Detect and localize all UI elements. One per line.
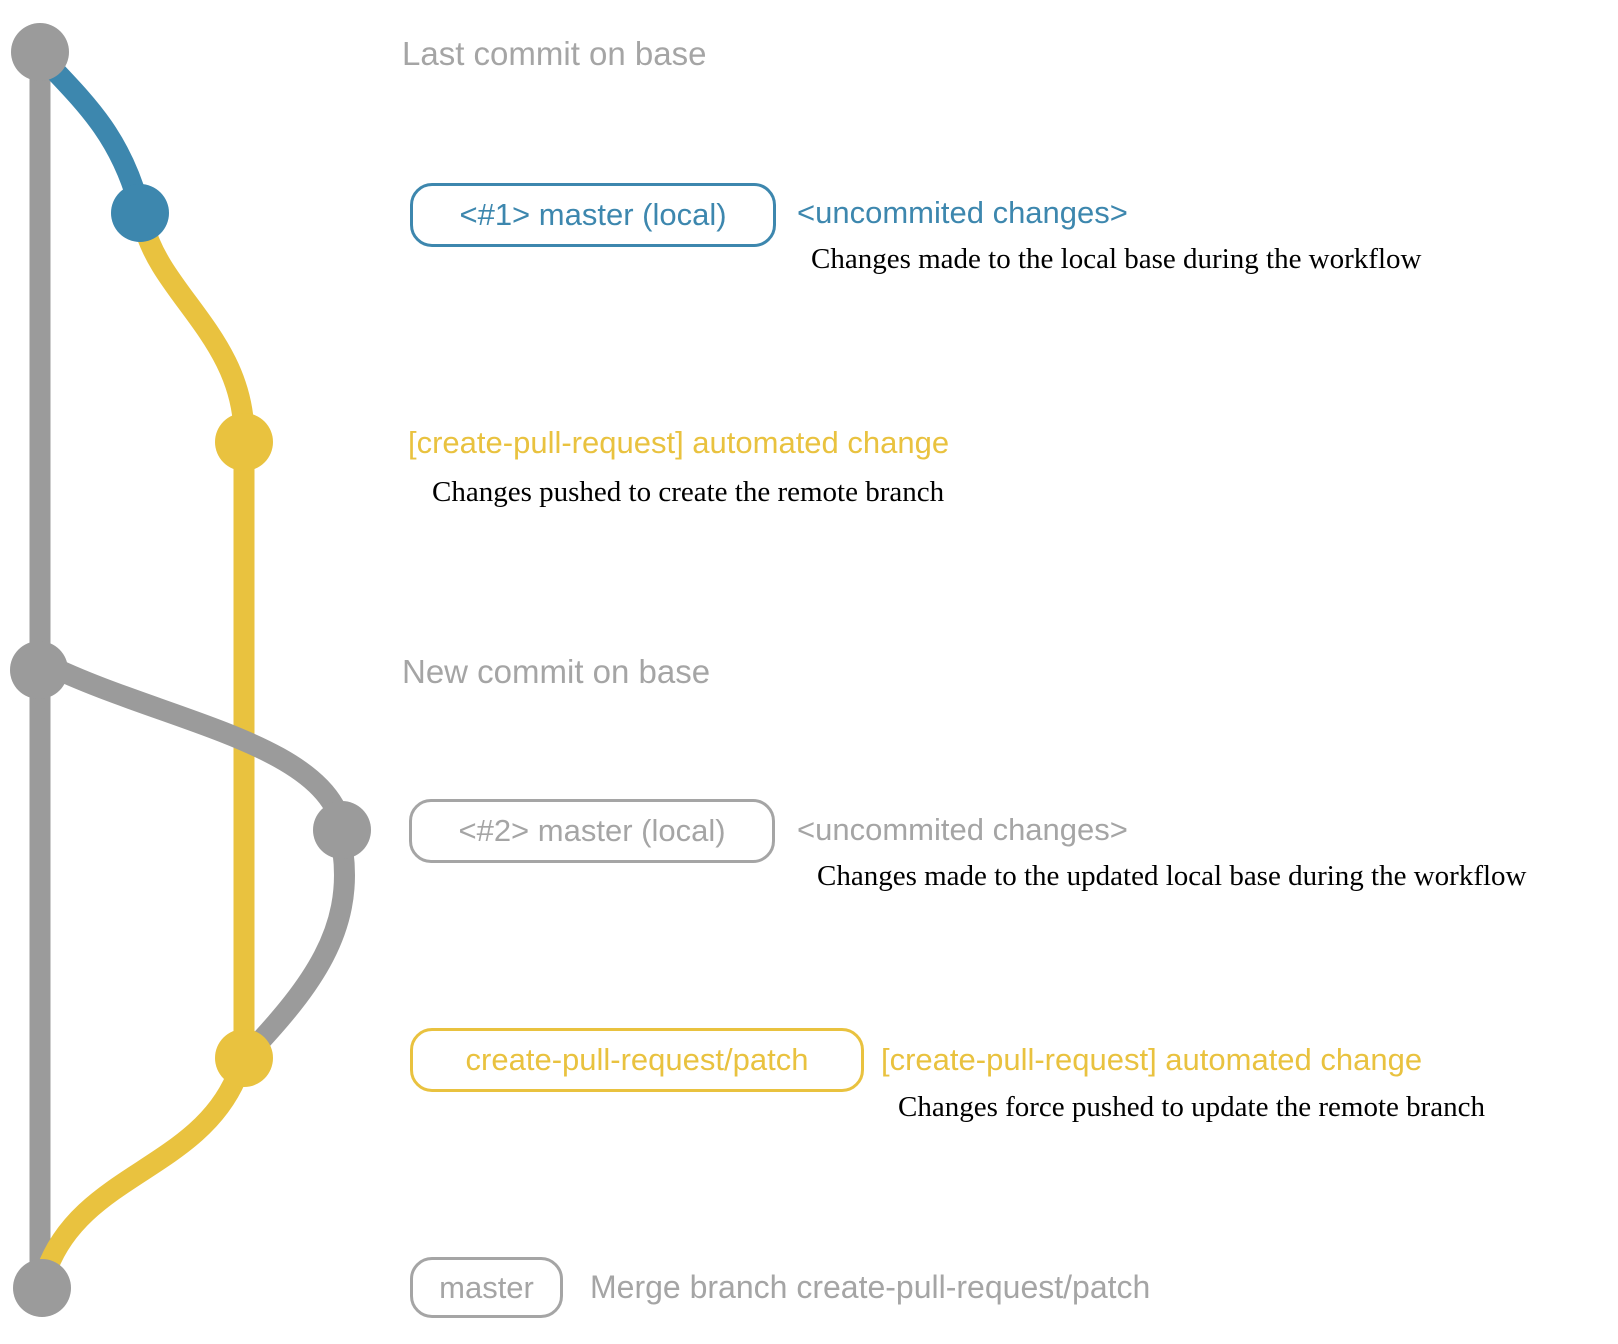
local-branch-curve xyxy=(29,44,149,213)
caption-new-commit-on-base: New commit on base xyxy=(402,653,711,690)
desc-local-changes-2: Changes made to the updated local base d… xyxy=(817,860,1527,892)
badge-master-local-1: <#1> master (local) xyxy=(410,183,776,247)
remote-branch-merge-curve xyxy=(35,1067,247,1283)
badge-master-label: master xyxy=(439,1269,534,1305)
desc-remote-push-2: Changes force pushed to update the remot… xyxy=(898,1091,1486,1123)
desc-local-changes-1: Changes made to the local base during th… xyxy=(811,243,1422,275)
label-automated-change-1: [create-pull-request] automated change xyxy=(408,425,950,460)
commit-dot-remote-2 xyxy=(215,1029,273,1087)
desc-merge-branch: Merge branch create-pull-request/patch xyxy=(590,1269,1151,1305)
badge-master-local-2-label: <#2> master (local) xyxy=(458,813,726,848)
badge-master-local-2: <#2> master (local) xyxy=(409,799,775,863)
commit-dot-new-base xyxy=(10,641,68,699)
desc-remote-push-1: Changes pushed to create the remote bran… xyxy=(432,476,945,508)
label-automated-change-2: [create-pull-request] automated change xyxy=(881,1042,1423,1077)
badge-master: master xyxy=(410,1257,563,1318)
commit-dot-remote-1 xyxy=(215,413,273,471)
commit-dot-last-base xyxy=(11,23,69,81)
label-uncommitted-changes-1: <uncommited changes> xyxy=(797,195,1128,230)
commit-graph xyxy=(10,23,371,1317)
caption-last-commit-on-base: Last commit on base xyxy=(402,35,707,72)
rebase-curve-out xyxy=(35,653,353,837)
badge-create-pull-request-patch-label: create-pull-request/patch xyxy=(465,1042,809,1077)
commit-dot-merge xyxy=(13,1259,71,1317)
rebase-curve-in xyxy=(241,841,355,1061)
remote-branch-curve-top xyxy=(133,215,255,447)
commit-dot-local-1 xyxy=(111,184,169,242)
commit-dot-local-2 xyxy=(313,801,371,859)
label-uncommitted-changes-2: <uncommited changes> xyxy=(797,812,1128,847)
badge-master-local-1-label: <#1> master (local) xyxy=(459,197,727,232)
badge-create-pull-request-patch: create-pull-request/patch xyxy=(410,1028,864,1092)
